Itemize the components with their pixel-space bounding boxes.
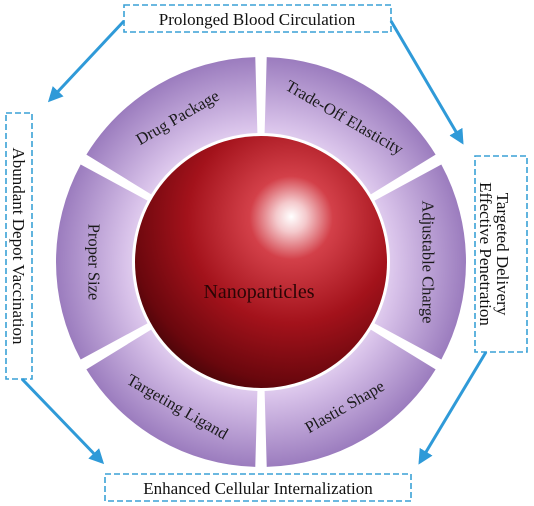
segment-plastic-shape [264,329,436,467]
arrow-left-to-bottom [20,377,105,465]
prolonged-circulation-box [123,4,392,33]
segment-drug-package [86,57,258,195]
targeted-delivery-box [474,155,528,353]
arrow-top-to-right [389,20,464,145]
nanoparticle-sphere [135,136,387,388]
cycle-arrows [20,19,488,465]
segment-proper-size [56,164,148,360]
segment-adjustable-charge [374,164,466,360]
nanoparticles-label: Nanoparticles [203,281,314,303]
arrow-top-to-left [47,19,126,103]
segment-label-adjustable-charge: Adjustable Charge [419,201,438,324]
depot-vaccination-box [5,112,33,380]
targeted-delivery-label: Targeted Delivery [493,193,512,316]
cellular-internalization-label: Enhanced Cellular Internalization [143,479,373,498]
segment-targeting-ligand [86,329,258,467]
depot-vaccination-label: Abundant Depot Vaccination [9,147,28,345]
prolonged-circulation-label: Prolonged Blood Circulation [159,10,356,29]
arrow-right-to-bottom [418,351,488,465]
effective-penetration-label: Effective Penetration [476,182,495,326]
cellular-internalization-box [104,473,412,502]
segment-trade-off-elasticity [264,57,436,195]
segment-label-proper-size: Proper Size [85,224,104,301]
